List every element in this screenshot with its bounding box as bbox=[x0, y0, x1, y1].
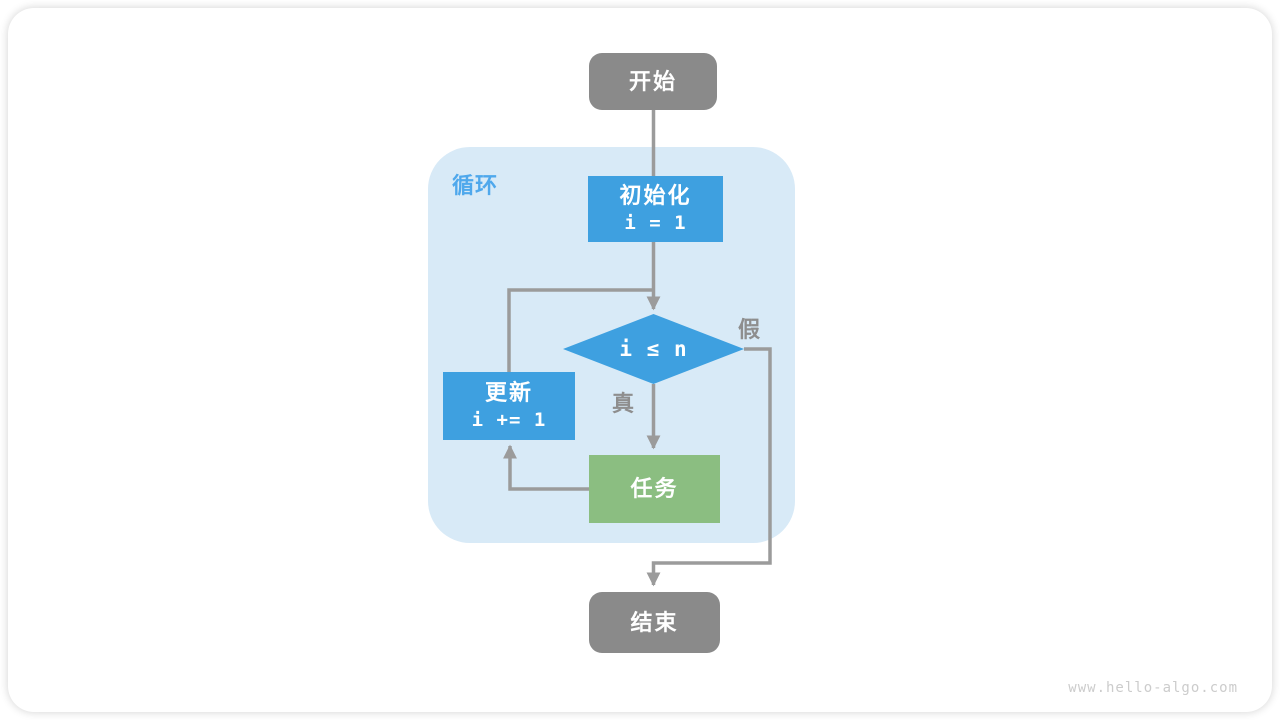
end-node-label: 结束 bbox=[630, 609, 679, 635]
init-node-title: 初始化 bbox=[619, 183, 692, 209]
end-node: 结束 bbox=[589, 592, 720, 653]
condition-diamond-shape bbox=[563, 314, 744, 384]
start-node: 开始 bbox=[589, 53, 717, 110]
start-node-label: 开始 bbox=[628, 68, 677, 94]
init-node-code: i = 1 bbox=[624, 211, 687, 234]
connector-update-to-condition bbox=[507, 288, 654, 372]
update-node-code: i += 1 bbox=[471, 408, 547, 431]
update-node-title: 更新 bbox=[484, 380, 533, 406]
task-node-label: 任务 bbox=[630, 476, 679, 502]
task-node: 任务 bbox=[589, 455, 720, 523]
connector-condition-false-to-end bbox=[646, 347, 772, 587]
edge-label-false: 假 bbox=[738, 317, 762, 342]
watermark: www.hello-algo.com bbox=[1068, 680, 1238, 696]
update-node: 更新 i += 1 bbox=[443, 372, 575, 440]
init-node: 初始化 i = 1 bbox=[588, 176, 723, 242]
loop-scope-title: 循环 bbox=[452, 173, 499, 198]
condition-node-label: i ≤ n bbox=[619, 337, 688, 361]
edge-label-true: 真 bbox=[612, 391, 636, 416]
connector-task-to-update bbox=[503, 444, 589, 491]
